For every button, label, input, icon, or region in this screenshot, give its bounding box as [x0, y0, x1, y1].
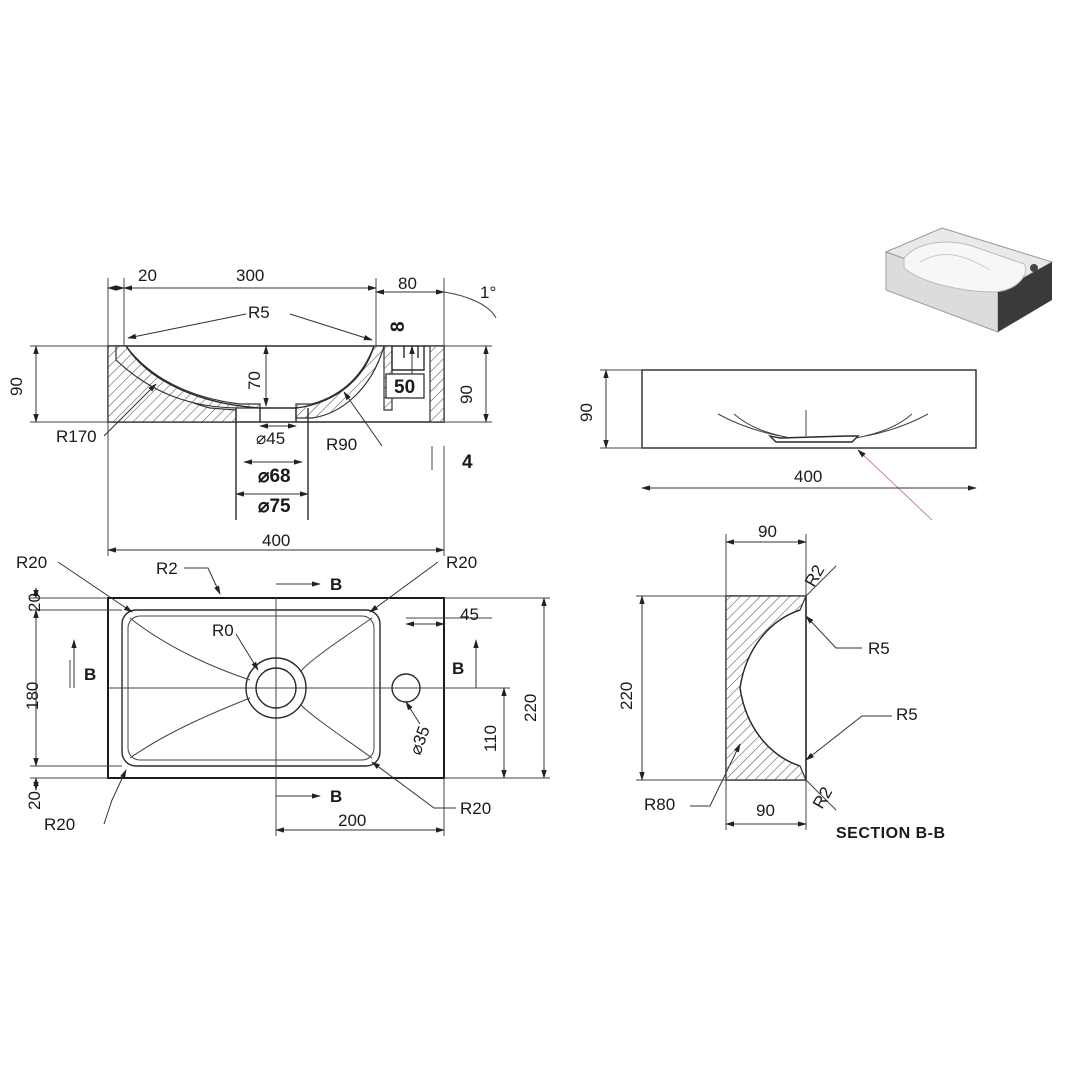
dim-angle: 1°: [480, 283, 496, 302]
front-tap-notch: [391, 346, 425, 371]
section-title: SECTION B-B: [836, 825, 946, 842]
dim-90-right: 90: [457, 385, 476, 404]
side-view: 90 400: [577, 369, 977, 521]
dim-50: 50: [394, 377, 415, 398]
dim-r90: R90: [326, 435, 357, 454]
dim-r2-section-bottom: R2: [809, 784, 836, 812]
dim-80-top: 80: [398, 274, 417, 293]
dim-90-left: 90: [7, 377, 26, 396]
dim-r2-top: R2: [156, 559, 178, 578]
dim-r80: R80: [644, 795, 675, 814]
dim-110: 110: [481, 725, 500, 752]
section-bowl-curve: [739, 609, 801, 767]
dim-r20-br: R20: [460, 799, 491, 818]
section-mark-b-top: B: [330, 575, 342, 594]
dim-dia68: ⌀68: [258, 466, 291, 487]
section-mark-b-bottom: B: [330, 787, 342, 806]
dim-90-section-top: 90: [758, 522, 777, 541]
dim-400-side: 400: [794, 467, 822, 486]
dim-dia35: ⌀35: [406, 723, 434, 757]
dim-90-section-bottom: 90: [756, 801, 775, 820]
front-section-view: 20 300 80 1° R5 8 90 70 50 90 R170 ⌀45 ⌀…: [7, 266, 497, 556]
dim-r5-section-top: R5: [868, 639, 890, 658]
dim-4: 4: [462, 452, 473, 473]
dim-90-side: 90: [577, 403, 596, 422]
top-drain-outer: [245, 657, 307, 719]
dim-70: 70: [245, 371, 264, 390]
dim-r170: R170: [56, 427, 97, 446]
section-bb-view: 90 R2 R5 220 R5 R80 R2 90 SECTION B-B: [617, 522, 946, 842]
thumb-basin: [903, 241, 1026, 293]
dim-50-box: [385, 373, 425, 399]
dim-400-front: 400: [262, 531, 290, 550]
dim-dia75: ⌀75: [258, 496, 291, 517]
dim-r2-section-top: R2: [801, 562, 828, 590]
front-right-wall-hatch: [429, 345, 445, 423]
dim-8: 8: [388, 321, 409, 332]
dim-r20-tl: R20: [16, 553, 47, 572]
section-hatch: [725, 595, 807, 781]
dim-20-top: 20: [138, 266, 157, 285]
top-view: R20 R2 R20 20 R0 45 180 B B B B ⌀35 110: [16, 553, 550, 836]
product-thumbnail: [884, 227, 1054, 333]
front-basin-curve: [125, 345, 375, 409]
thumb-side-face: [998, 262, 1052, 332]
dim-300-top: 300: [236, 266, 264, 285]
front-basin-right-hatch: [295, 345, 385, 419]
dim-220-section: 220: [617, 682, 636, 710]
dim-r5-top: R5: [248, 303, 270, 322]
front-drain: [235, 408, 309, 520]
dim-r20-bl: R20: [44, 815, 75, 834]
dim-20-top-left: 20: [25, 593, 44, 612]
section-mark-b-right: B: [452, 659, 464, 678]
top-drain-inner: [255, 667, 297, 709]
section-mark-b-left: B: [84, 665, 96, 684]
dim-r20-tr: R20: [446, 553, 477, 572]
dim-r0: R0: [212, 621, 234, 640]
dim-220-top: 220: [521, 694, 540, 722]
dim-180: 180: [23, 682, 42, 710]
dim-200: 200: [338, 811, 366, 830]
dim-45: 45: [460, 605, 479, 624]
dim-dia45: ⌀45: [256, 429, 285, 448]
side-body-outline: [641, 369, 977, 449]
dim-20-bottom-left: 20: [25, 791, 44, 810]
thumb-tap-hole: [1030, 264, 1038, 272]
dim-r5-section-bottom: R5: [896, 705, 918, 724]
